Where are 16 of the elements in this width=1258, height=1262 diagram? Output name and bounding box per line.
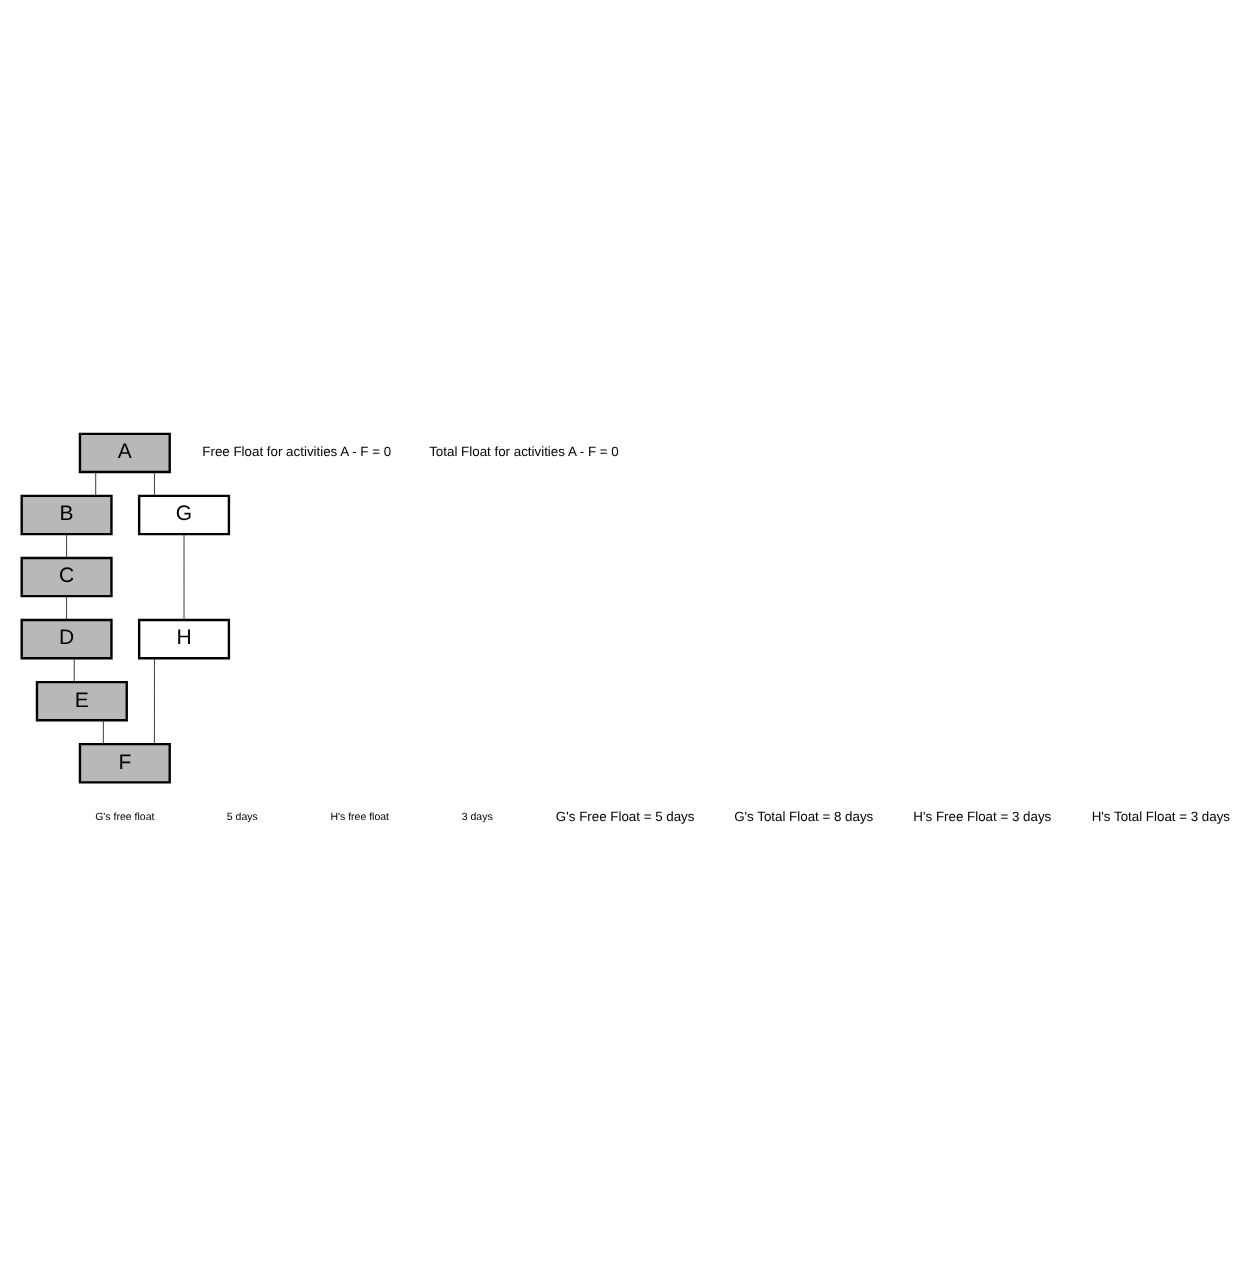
node-box: H bbox=[137, 618, 231, 660]
node-box: A bbox=[78, 432, 171, 474]
node-box: B bbox=[20, 494, 113, 536]
node-box: G bbox=[137, 494, 231, 536]
node-box: C bbox=[20, 556, 113, 598]
connector bbox=[183, 533, 185, 621]
connector bbox=[66, 595, 68, 621]
connector bbox=[66, 533, 68, 559]
node-box: E bbox=[35, 680, 128, 722]
connector bbox=[73, 657, 75, 683]
connector bbox=[153, 657, 155, 745]
node-box: D bbox=[20, 618, 113, 660]
connector bbox=[102, 720, 104, 745]
connector bbox=[95, 471, 97, 496]
node-box: F bbox=[78, 742, 171, 784]
connector bbox=[153, 471, 155, 496]
